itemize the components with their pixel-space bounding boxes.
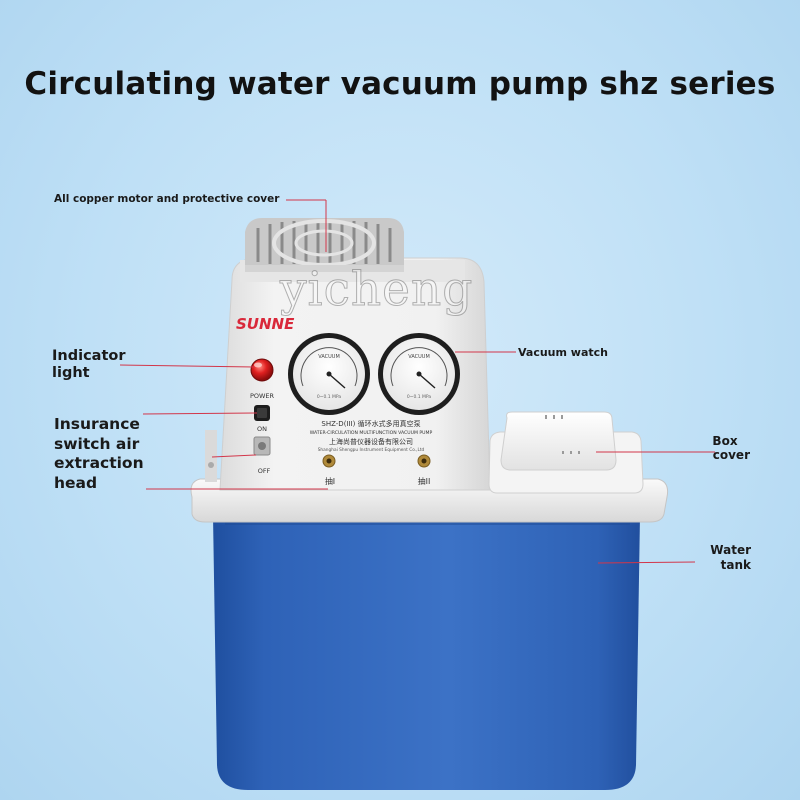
power-switch bbox=[254, 405, 270, 421]
vacuum-gauge-right: VACUUM 0~0.1 MPa bbox=[378, 333, 460, 415]
callout-indicator-line2: light bbox=[52, 365, 90, 381]
callout-indicator-line1: Indicator bbox=[52, 348, 126, 364]
callout-box-cover: Box cover bbox=[700, 434, 750, 462]
water-tank bbox=[213, 515, 640, 790]
svg-text:0~0.1 MPa: 0~0.1 MPa bbox=[317, 394, 342, 400]
callout-motor: All copper motor and protective cover bbox=[54, 193, 280, 205]
page-title: Circulating water vacuum pump shz series bbox=[24, 66, 776, 102]
svg-text:VACUUM: VACUUM bbox=[318, 354, 340, 360]
callout-insurance-line1: Insurance bbox=[54, 415, 140, 433]
callout-insurance-line4: head bbox=[54, 473, 98, 492]
air-extraction-port-1 bbox=[322, 454, 336, 468]
power-label: POWER bbox=[250, 392, 275, 400]
on-label: ON bbox=[257, 425, 267, 433]
toggle-switch bbox=[253, 436, 271, 456]
callout-water-line1: Water bbox=[710, 543, 751, 557]
english-model-text: WATER-CIRCULATION MULTIFUNCTION VACUUM P… bbox=[310, 430, 433, 436]
maker-en-text: Shanghai Shengpu Instrument Equipment Co… bbox=[318, 447, 425, 453]
watermark: yicheng bbox=[279, 262, 474, 318]
vacuum-gauge-left: VACUUM 0~0.1 MPa bbox=[288, 333, 370, 415]
svg-text:0~0.1 MPa: 0~0.1 MPa bbox=[407, 394, 432, 400]
callout-insurance-switch: Insurance switch air extraction head bbox=[54, 415, 164, 493]
port-1-label: 抽I bbox=[325, 476, 335, 486]
model-text: SHZ-D(III) 循环水式多用真空泵 bbox=[321, 419, 420, 428]
callout-water-tank: Water tank bbox=[690, 543, 751, 573]
svg-text:VACUUM: VACUUM bbox=[408, 354, 430, 360]
box-cover bbox=[488, 411, 644, 494]
callout-box-line2: cover bbox=[712, 448, 750, 462]
air-extraction-port-2 bbox=[417, 454, 431, 468]
callout-vacuum-watch: Vacuum watch bbox=[518, 346, 609, 359]
callout-insurance-line3: extraction bbox=[54, 454, 144, 472]
indicator-light bbox=[250, 358, 274, 382]
motor-fan-cover bbox=[245, 218, 404, 272]
port-2-label: 抽II bbox=[418, 476, 431, 486]
callout-lines bbox=[119, 199, 715, 564]
callout-indicator-light: Indicator light bbox=[52, 348, 142, 382]
callout-insurance-line2: switch air bbox=[54, 434, 140, 453]
brand-logo: SUNNE bbox=[236, 315, 295, 333]
off-label: OFF bbox=[258, 467, 271, 475]
callout-water-line2: tank bbox=[720, 558, 751, 572]
callout-box-line1: Box bbox=[712, 434, 738, 448]
maker-cn-text: 上海尚普仪器设备有限公司 bbox=[329, 437, 413, 446]
